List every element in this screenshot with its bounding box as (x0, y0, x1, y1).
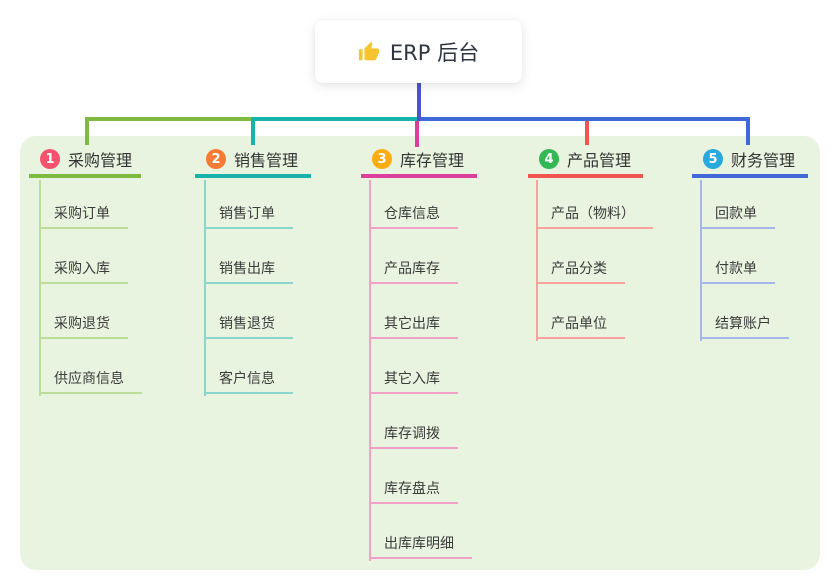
connector-drop-purchase (85, 117, 89, 145)
node-product-material[interactable]: 产品（物料） (536, 203, 653, 229)
branch-sales-trunk-line (204, 180, 206, 396)
node-receipt-order[interactable]: 回款单 (700, 203, 775, 229)
connector-drop-product (585, 121, 589, 145)
node-product-unit[interactable]: 产品单位 (536, 313, 625, 339)
connector-horizontal-purchase (85, 117, 253, 121)
root-node-erp[interactable]: ERP 后台 (315, 20, 522, 83)
branch-purchase-trunk-line (39, 180, 41, 396)
connector-drop-sales (251, 117, 255, 145)
branch-sales-badge: 2 (206, 149, 226, 169)
node-purchase-return[interactable]: 采购退货 (39, 313, 128, 339)
node-product-stock[interactable]: 产品库存 (369, 258, 458, 284)
branch-purchase-label: 采购管理 (68, 151, 133, 170)
branch-product-label: 产品管理 (567, 151, 632, 170)
branch-inventory-trunk-line (369, 180, 371, 561)
node-product-category[interactable]: 产品分类 (536, 258, 625, 284)
node-purchase-inbound[interactable]: 采购入库 (39, 258, 128, 284)
node-customer-info[interactable]: 客户信息 (204, 368, 293, 394)
root-node-label: ERP 后台 (389, 40, 480, 65)
node-warehouse-info[interactable]: 仓库信息 (369, 203, 458, 229)
node-sales-outbound[interactable]: 销售出库 (204, 258, 293, 284)
branch-purchase[interactable]: 1 采购管理 (29, 144, 141, 178)
branch-purchase-badge: 1 (40, 149, 60, 169)
node-supplier-info[interactable]: 供应商信息 (39, 368, 142, 394)
node-other-outbound[interactable]: 其它出库 (369, 313, 458, 339)
branch-sales-label: 销售管理 (234, 151, 299, 170)
node-purchase-order[interactable]: 采购订单 (39, 203, 128, 229)
branch-sales[interactable]: 2 销售管理 (195, 144, 311, 178)
branch-finance-trunk-line (700, 180, 702, 341)
branch-inventory-badge: 3 (372, 149, 392, 169)
connector-drop-finance (746, 117, 750, 145)
node-stock-transfer[interactable]: 库存调拨 (369, 423, 458, 449)
thumbs-up-icon (358, 41, 379, 60)
branch-inventory[interactable]: 3 库存管理 (361, 144, 477, 178)
branch-product-trunk-line (536, 180, 538, 341)
branch-finance-badge: 5 (703, 149, 723, 169)
node-other-inbound[interactable]: 其它入库 (369, 368, 458, 394)
branch-finance[interactable]: 5 财务管理 (692, 144, 808, 178)
node-sales-order[interactable]: 销售订单 (204, 203, 293, 229)
connector-horizontal-sales (251, 117, 419, 121)
node-outbound-detail[interactable]: 出库库明细 (369, 533, 472, 559)
node-sales-return[interactable]: 销售退货 (204, 313, 293, 339)
connector-root-vertical (417, 83, 421, 121)
connector-horizontal-finance (419, 117, 750, 121)
branch-finance-label: 财务管理 (731, 151, 796, 170)
node-stock-taking[interactable]: 库存盘点 (369, 478, 458, 504)
node-settlement-account[interactable]: 结算账户 (700, 313, 789, 339)
branch-product[interactable]: 4 产品管理 (528, 144, 643, 178)
connector-drop-inventory (415, 121, 419, 147)
branch-inventory-label: 库存管理 (400, 151, 465, 170)
node-payment-order[interactable]: 付款单 (700, 258, 775, 284)
branch-product-badge: 4 (539, 149, 559, 169)
mindmap-background-panel (20, 136, 820, 570)
